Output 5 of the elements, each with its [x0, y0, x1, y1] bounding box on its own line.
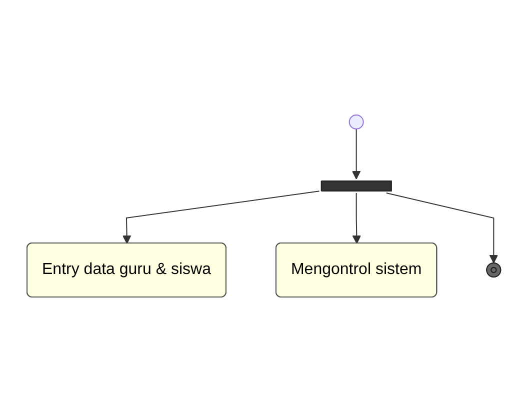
arrow: [352, 192, 362, 244]
arrow: [386, 192, 498, 264]
node-circle: [348, 114, 364, 130]
arrow: [352, 128, 361, 180]
arrow: [122, 190, 320, 244]
